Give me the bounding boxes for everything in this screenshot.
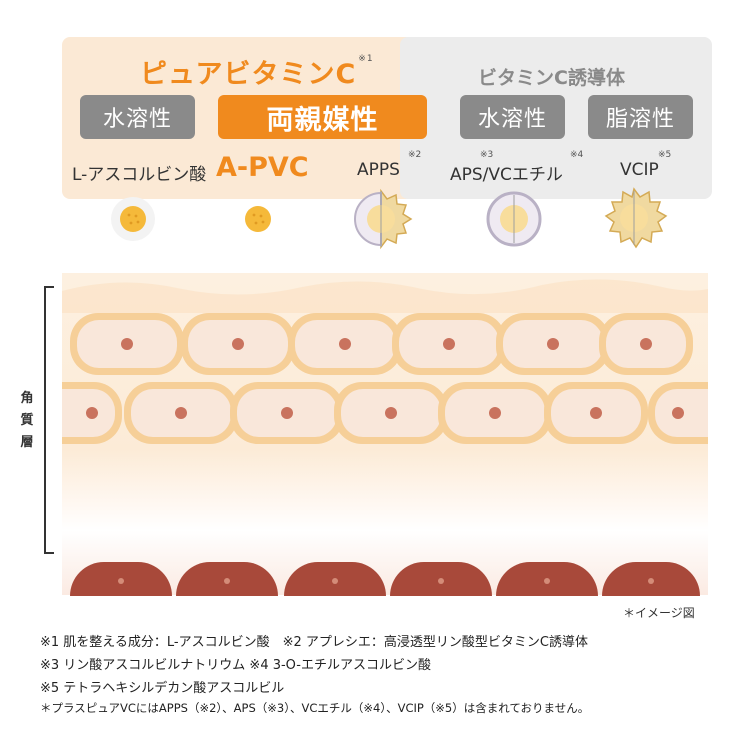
aps-ref: ※3 xyxy=(480,150,494,160)
corneocyte xyxy=(62,382,122,444)
cell-nucleus xyxy=(339,338,351,350)
l-ascorbic-acid-molecule-icon xyxy=(111,197,155,241)
footnote-1: ※1 肌を整える成分：L-アスコルビン酸 ※2 アプレシエ：高浸透型リン酸型ビタ… xyxy=(40,635,588,650)
corneocyte xyxy=(496,313,610,375)
corneocyte xyxy=(124,382,238,444)
cell-nucleus xyxy=(175,407,187,419)
amphiphilic-badge: 両親媒性 xyxy=(218,95,427,139)
water-soluble-badge-2: 水溶性 xyxy=(460,95,565,139)
ingredient-apps: APPS※2 xyxy=(357,150,422,180)
lower-skin-cell xyxy=(176,562,278,596)
footnote-2: ※3 リン酸アスコルビルナトリウム ※4 3-O-エチルアスコルビン酸 xyxy=(40,658,431,673)
vcip-ref: ※5 xyxy=(658,150,672,160)
corneocyte xyxy=(70,313,184,375)
lower-skin-cell xyxy=(496,562,598,596)
cell-nucleus xyxy=(672,407,684,419)
cell-nucleus xyxy=(443,338,455,350)
pure-title-ref: ※1 xyxy=(358,54,374,64)
vc-ethyl-ref: ※4 xyxy=(570,150,584,160)
corneocyte xyxy=(334,382,448,444)
lower-skin-cell xyxy=(284,562,386,596)
corneocyte xyxy=(181,313,295,375)
cell-nucleus xyxy=(86,407,98,419)
oil-soluble-badge: 脂溶性 xyxy=(588,95,693,139)
ingredient-l-ascorbic-acid: L-アスコルビン酸 xyxy=(72,165,207,185)
lower-skin-cell xyxy=(390,562,492,596)
pure-vitamin-c-title: ピュアビタミンC※1 xyxy=(140,54,374,90)
ingredient-aps-vc-ethyl: APS/VCエチル※3※4 xyxy=(450,150,584,185)
apps-molecule-icon xyxy=(354,188,413,250)
ingredient-a-pvc: A-PVC xyxy=(216,152,309,183)
cell-nucleus xyxy=(489,407,501,419)
vcip-molecule-icon xyxy=(604,187,668,249)
lower-skin-cell xyxy=(602,562,700,596)
corneocyte xyxy=(544,382,648,444)
cell-nucleus xyxy=(640,338,652,350)
skin-surface-waves xyxy=(62,279,708,313)
cell-nucleus xyxy=(121,338,133,350)
corneocyte xyxy=(599,313,693,375)
corneocyte xyxy=(438,382,552,444)
ingredient-vcip: VCIP※5 xyxy=(620,150,672,180)
corneocyte xyxy=(230,382,344,444)
corneocyte xyxy=(392,313,506,375)
cell-nucleus xyxy=(547,338,559,350)
cell-nucleus xyxy=(232,338,244,350)
stratum-corneum-bracket xyxy=(44,286,54,554)
corneocyte xyxy=(288,313,402,375)
apps-ref: ※2 xyxy=(408,150,422,160)
cell-nucleus xyxy=(590,407,602,419)
footnote-3: ※5 テトラヘキシルデカン酸アスコルビル xyxy=(40,681,285,696)
corneocyte xyxy=(648,382,708,444)
image-note: ＊イメージ図 xyxy=(623,606,695,620)
footnote-4: ＊プラスピュアVCにはAPPS（※2）、APS（※3）、VCエチル（※4）、VC… xyxy=(40,701,590,715)
a-pvc-molecule-icon xyxy=(245,206,271,232)
water-soluble-badge: 水溶性 xyxy=(80,95,195,139)
stratum-corneum-label: 角質層 xyxy=(20,391,34,450)
vitamin-c-derivative-title: ビタミンC誘導体 xyxy=(478,67,625,89)
cell-nucleus xyxy=(385,407,397,419)
molecule-icons xyxy=(111,187,668,250)
cell-nucleus xyxy=(281,407,293,419)
lower-skin-cell xyxy=(70,562,172,596)
aps-vc-ethyl-molecule-icon xyxy=(486,191,542,247)
